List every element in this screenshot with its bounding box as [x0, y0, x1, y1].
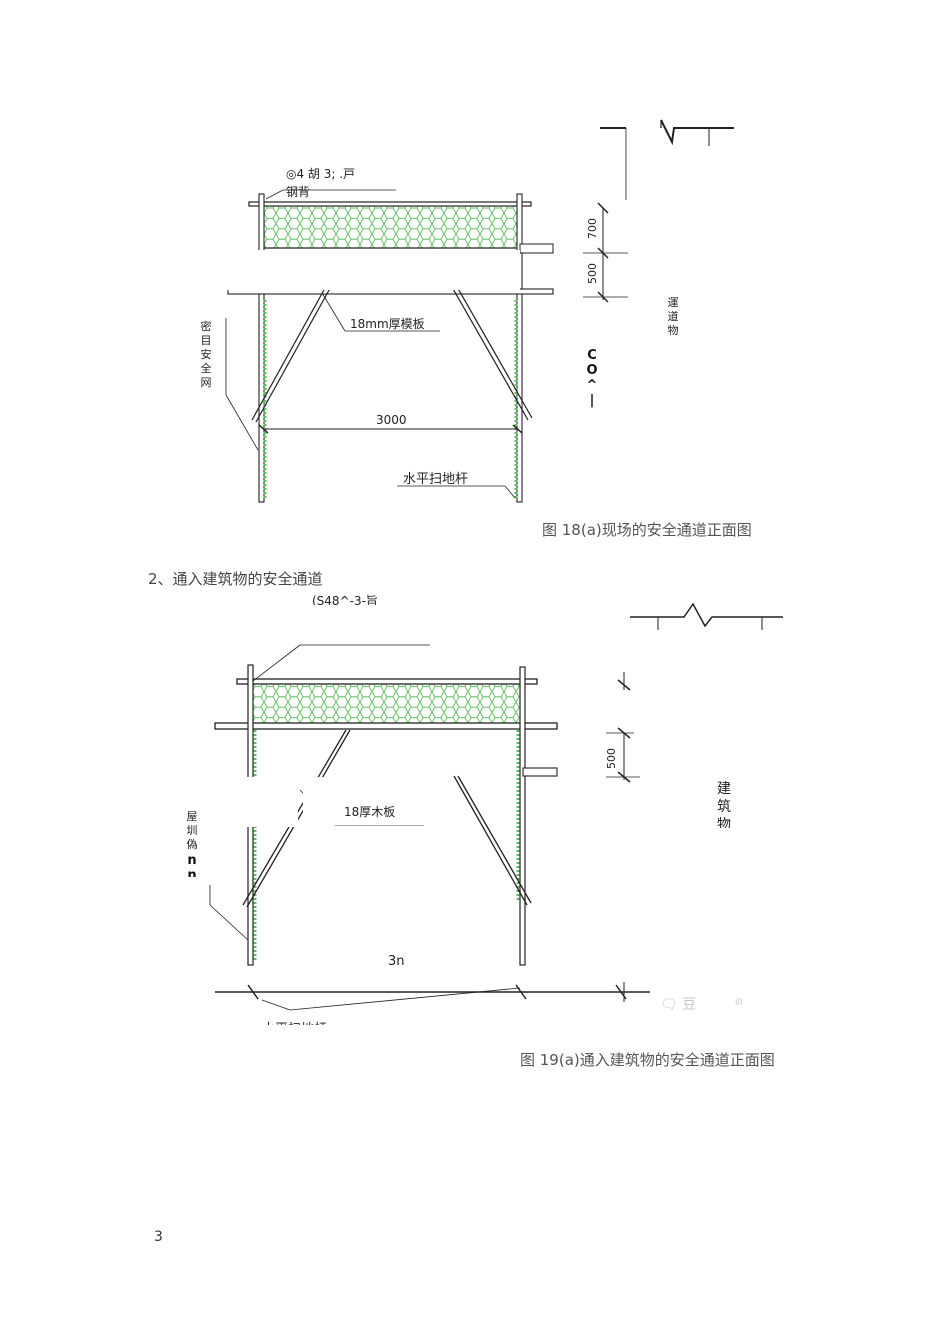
fig-a-steel-label: 钢背: [286, 185, 311, 199]
mask-b1: [212, 777, 298, 827]
fig-b-caption: 图 19(a)通入建筑物的安全通道正面图: [520, 1051, 775, 1069]
fig-a-sweep-label: 水平扫地杆: [403, 472, 469, 487]
fig-a-top-label: ◎4 胡 3; .戸: [286, 167, 356, 181]
page-number: 3: [154, 1229, 163, 1245]
fig-a-board-label: 18mm厚模板: [350, 317, 425, 331]
mask-b4: [258, 910, 516, 982]
mask-a1: [220, 250, 520, 290]
fig-b-board-label: 18厚木板: [344, 805, 396, 819]
fig-b-net-bold-label: nn: [187, 853, 197, 877]
fig-b-watermark: 🗨 豆: [660, 997, 697, 1013]
fig-b-dim-500: 500: [605, 748, 618, 769]
fig-b-span-dim: 3n: [388, 954, 405, 969]
fig-b-watermark-small: ill: [735, 998, 743, 1008]
fig-b-net-label: 屋圳偽: [186, 810, 198, 851]
fig-a-transport-label: 運道物: [667, 296, 679, 337]
fig-a-span-dim: 3000: [376, 413, 407, 427]
mask-a2: [630, 205, 750, 505]
fig-b-top-label: (S48^-3-旨: [312, 594, 378, 605]
fig-b-building-label: 建筑物: [717, 781, 731, 828]
mask-b2: [303, 777, 426, 825]
section-heading: 2、通入建筑物的安全通道: [148, 570, 323, 588]
fig-a-dim-500: 500: [586, 263, 599, 284]
fig-b-sweep-label: 水平扫地杆: [262, 1018, 327, 1025]
fig-a-net-label: 密目安全网: [200, 320, 212, 389]
fig-a-dim-700: 700: [586, 218, 599, 239]
fig-a-caption: 图 18(a)现场的安全通道正面图: [542, 521, 752, 539]
fig-a-code-label: CO^ |: [586, 348, 598, 408]
